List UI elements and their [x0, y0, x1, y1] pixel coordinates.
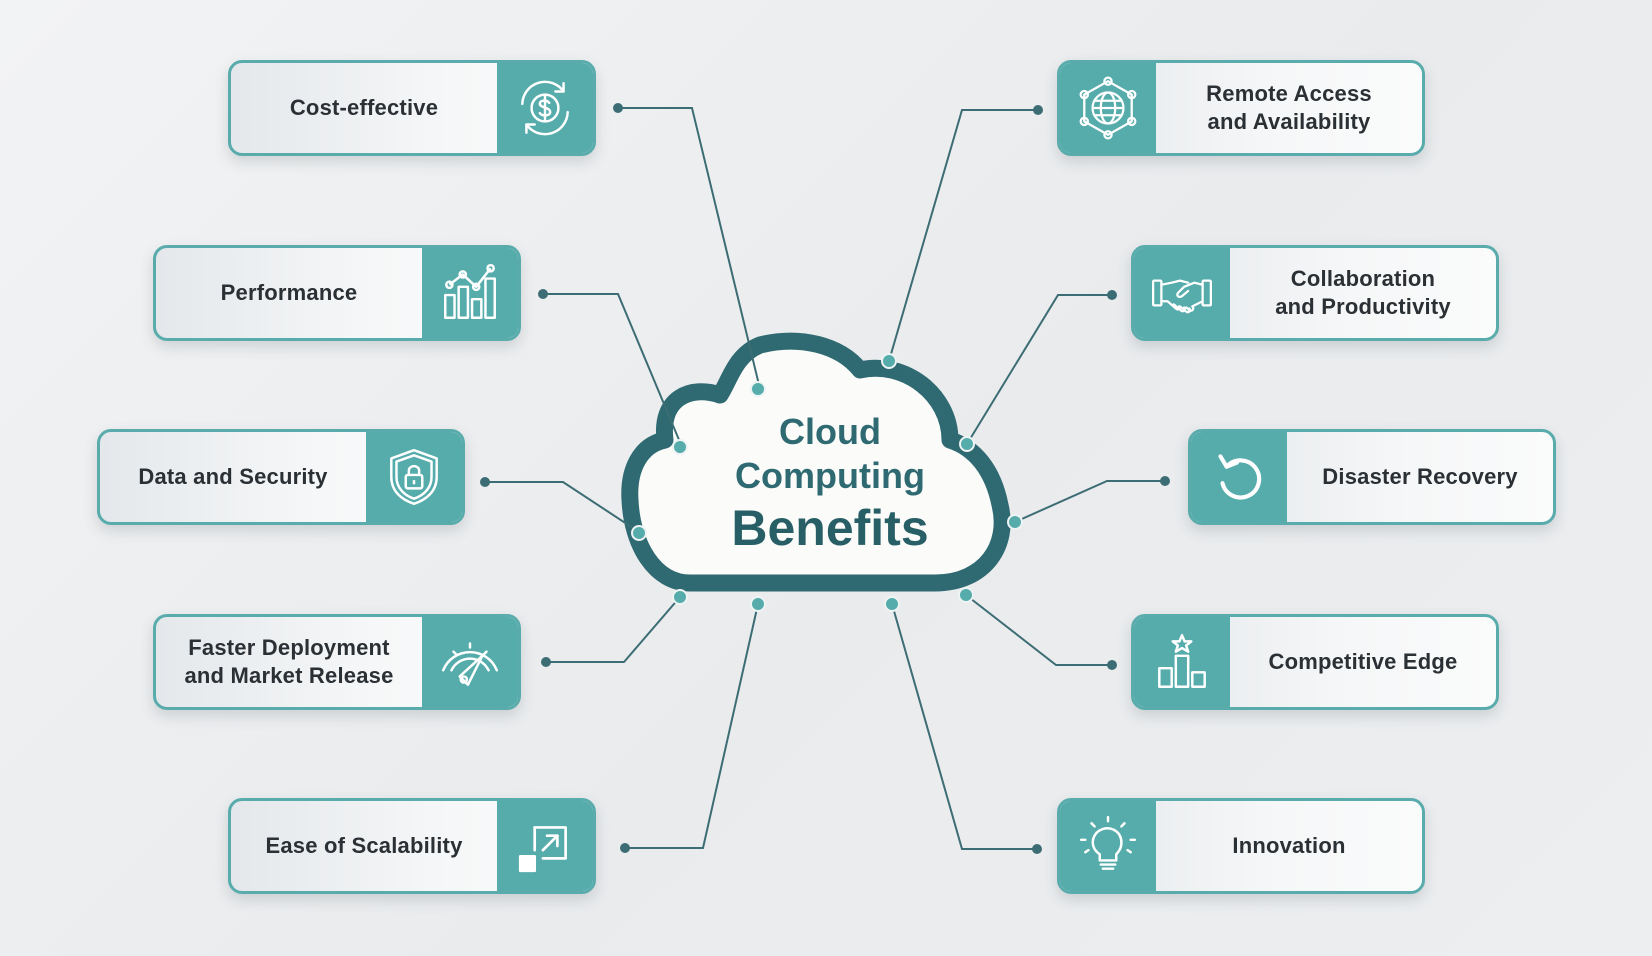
- connector-cloud-dots: [631, 353, 1023, 612]
- benefit-card-collaboration: Collaboration and Productivity: [1131, 245, 1499, 341]
- benefit-card-innovation: Innovation: [1057, 798, 1425, 894]
- benefit-label: Cost-effective: [289, 95, 439, 120]
- connector-remote-access: [888, 109, 1038, 362]
- benefit-card-remote-access: Remote Access and Availability: [1057, 60, 1425, 156]
- benefit-card-performance: Performance: [153, 245, 521, 341]
- cloud-title-line1: Cloud: [779, 411, 881, 452]
- benefit-card-scalability: Ease of Scalability: [228, 798, 596, 894]
- benefit-label: Disaster Recovery: [1322, 464, 1518, 489]
- benefit-card-data-security: Data and Security: [97, 429, 465, 525]
- benefit-label: Performance: [220, 280, 358, 305]
- cloud-title-line2: Computing: [735, 455, 925, 496]
- cloud-title-line3: Benefits: [731, 500, 929, 556]
- podium-star-icon: [1134, 617, 1230, 707]
- benefit-card-disaster-recovery: Disaster Recovery: [1188, 429, 1556, 525]
- speedometer-icon: [422, 617, 518, 707]
- expand-arrow-icon: [497, 801, 593, 891]
- benefit-card-faster-deployment: Faster Deployment and Market Release: [153, 614, 521, 710]
- shield-lock-icon: [366, 432, 462, 522]
- connector-outer-dots: [480, 103, 1170, 854]
- dollar-gear-icon: [497, 63, 593, 153]
- connector-data-security: [485, 481, 640, 533]
- cloud-shape: [621, 332, 1011, 592]
- handshake-icon: [1134, 248, 1230, 338]
- benefit-label: Collaboration and Productivity: [1275, 266, 1451, 319]
- connector-innovation: [891, 603, 1037, 850]
- benefit-card-competitive-edge: Competitive Edge: [1131, 614, 1499, 710]
- lightbulb-icon: [1060, 801, 1156, 891]
- bar-chart-icon: [422, 248, 518, 338]
- connector-performance: [543, 293, 683, 448]
- cloud-title: Cloud Computing Benefits: [690, 410, 970, 558]
- connector-disaster-recovery: [1014, 480, 1165, 523]
- connector-faster-deployment: [546, 596, 681, 663]
- connector-collaboration: [966, 294, 1112, 445]
- benefit-card-cost-effective: Cost-effective: [228, 60, 596, 156]
- benefit-label: Innovation: [1232, 833, 1346, 858]
- benefit-label: Faster Deployment and Market Release: [184, 635, 394, 688]
- benefit-label: Remote Access and Availability: [1206, 81, 1372, 134]
- connector-scalability: [625, 603, 759, 849]
- benefit-label: Data and Security: [138, 464, 328, 489]
- benefit-label: Competitive Edge: [1268, 649, 1458, 674]
- network-globe-icon: [1060, 63, 1156, 153]
- rotate-arrow-icon: [1191, 432, 1287, 522]
- connector-competitive-edge: [965, 594, 1112, 666]
- benefit-label: Ease of Scalability: [265, 833, 463, 858]
- connector-cost-effective: [620, 107, 761, 390]
